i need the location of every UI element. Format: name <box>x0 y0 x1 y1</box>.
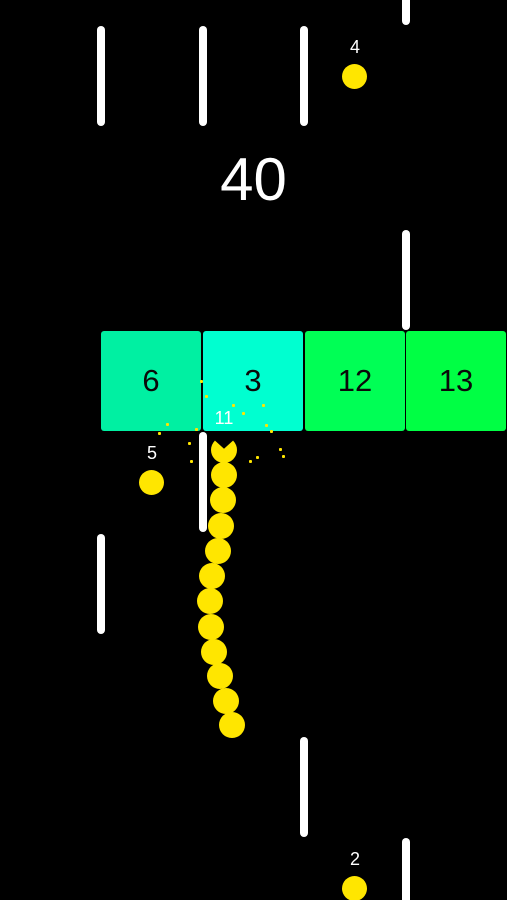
number-block: 13 <box>406 331 506 431</box>
spark-particle <box>205 395 208 398</box>
spark-particle <box>270 430 273 433</box>
snake-segment <box>219 712 245 738</box>
spark-particle <box>279 448 282 451</box>
snake-segment <box>211 462 237 488</box>
snake-segment <box>207 663 233 689</box>
number-block: 12 <box>305 331 405 431</box>
wall <box>402 0 410 25</box>
spark-particle <box>195 428 198 431</box>
wall <box>199 432 207 532</box>
spark-particle <box>188 442 191 445</box>
snake-segment <box>213 688 239 714</box>
number-block: 6 <box>101 331 201 431</box>
snake-segment <box>201 639 227 665</box>
wall <box>402 838 410 900</box>
snake-length: 11 <box>214 408 234 428</box>
spark-particle <box>158 432 161 435</box>
spark-particle <box>232 404 235 407</box>
pellet <box>139 470 164 495</box>
pellet-value: 2 <box>349 849 360 869</box>
pellet <box>342 64 367 89</box>
wall <box>402 230 410 330</box>
wall <box>199 26 207 126</box>
wall <box>97 26 105 126</box>
pellet-value: 4 <box>349 37 360 57</box>
spark-particle <box>249 460 252 463</box>
spark-particle <box>166 423 169 426</box>
pellet <box>342 876 367 900</box>
snake-head <box>211 437 237 463</box>
spark-particle <box>190 460 193 463</box>
spark-particle <box>262 404 265 407</box>
spark-particle <box>282 455 285 458</box>
spark-particle <box>256 456 259 459</box>
pellet-value: 5 <box>146 443 157 463</box>
spark-particle <box>242 412 245 415</box>
score-display: 40 <box>220 146 287 213</box>
wall <box>300 26 308 126</box>
snake-segment <box>197 588 223 614</box>
snake-segment <box>205 538 231 564</box>
spark-particle <box>265 424 268 427</box>
snake-segment <box>199 563 225 589</box>
snake-segment <box>210 487 236 513</box>
wall <box>300 737 308 837</box>
snake-segment <box>208 513 234 539</box>
spark-particle <box>200 380 203 383</box>
snake-segment <box>198 614 224 640</box>
number-block: 3 <box>203 331 303 431</box>
wall <box>97 534 105 634</box>
